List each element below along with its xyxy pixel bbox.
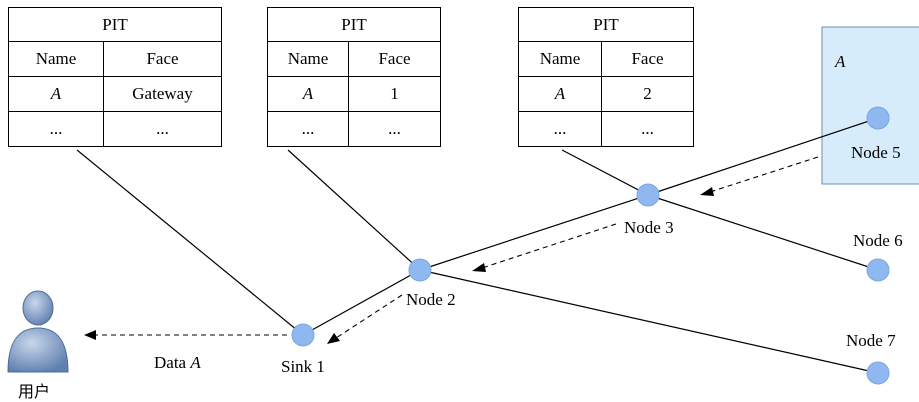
- pit-cell-name: A: [8, 76, 104, 112]
- node7-label: Node 7: [846, 331, 896, 350]
- pit-cell-name: A: [518, 76, 602, 112]
- pit-cell-face: 2: [601, 76, 694, 112]
- node-7: [866, 361, 890, 385]
- node2-label: Node 2: [406, 290, 456, 309]
- pit-connector-node3: [561, 149, 649, 196]
- link-node3-node6: [647, 194, 879, 271]
- pit-table-node3: PIT Name Face A 2 ... ...: [518, 7, 694, 147]
- content-region: [821, 26, 919, 185]
- pit-col-face: Face: [348, 41, 441, 77]
- arrowhead-2: [472, 263, 486, 272]
- node5-label: Node 5: [851, 143, 901, 162]
- pit-cell-face: ...: [348, 111, 441, 147]
- region-label: A: [835, 52, 846, 71]
- pit-col-name: Name: [267, 41, 349, 77]
- data-arrow-node2-to-sink1: [335, 294, 403, 339]
- link-node2-node3: [419, 194, 649, 271]
- pit-cell-name: ...: [8, 111, 104, 147]
- pit-col-face: Face: [103, 41, 222, 77]
- link-node3-node5: [647, 117, 879, 196]
- node3-label: Node 3: [624, 218, 674, 237]
- pit-cell-name: ...: [518, 111, 602, 147]
- pit-title: PIT: [267, 7, 441, 42]
- user-label: 用户: [18, 382, 51, 401]
- pit-col-face: Face: [601, 41, 694, 77]
- arrowhead-3: [327, 333, 340, 344]
- node6-label: Node 6: [853, 231, 903, 250]
- data-label: Data A: [154, 353, 201, 373]
- pit-col-name: Name: [8, 41, 104, 77]
- node-5: [866, 106, 890, 130]
- user-icon: [7, 290, 69, 373]
- pit-title: PIT: [8, 7, 222, 42]
- pit-table-node2: PIT Name Face A 1 ... ...: [267, 7, 441, 147]
- pit-cell-face: ...: [103, 111, 222, 147]
- node-3: [636, 183, 660, 207]
- pit-connector-node2: [287, 149, 421, 271]
- arrowhead-4: [84, 330, 96, 340]
- pit-title: PIT: [518, 7, 694, 42]
- data-arrow-node5-to-node3: [709, 156, 819, 193]
- node-sink1: [291, 323, 315, 347]
- pit-cell-face: Gateway: [103, 76, 222, 112]
- pit-col-name: Name: [518, 41, 602, 77]
- pit-connector-sink1: [76, 149, 304, 336]
- pit-table-sink1: PIT Name Face A Gateway ... ...: [8, 7, 222, 147]
- node-6: [866, 258, 890, 282]
- link-sink1-node2: [302, 269, 421, 336]
- arrowhead-1: [700, 187, 714, 196]
- pit-cell-name: A: [267, 76, 349, 112]
- data-arrow-node3-to-node2: [481, 223, 617, 269]
- pit-cell-face: 1: [348, 76, 441, 112]
- link-node2-node7: [419, 269, 879, 374]
- sink1-label: Sink 1: [281, 357, 325, 376]
- data-label-prefix: Data: [154, 353, 187, 372]
- node-2: [408, 258, 432, 282]
- pit-cell-face: ...: [601, 111, 694, 147]
- pit-cell-name: ...: [267, 111, 349, 147]
- data-label-name: A: [190, 353, 201, 372]
